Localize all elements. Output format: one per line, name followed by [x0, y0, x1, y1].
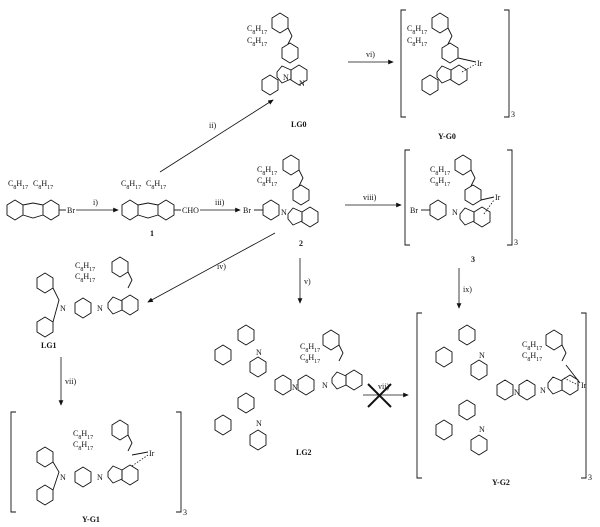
substituent-label: C8H17	[75, 272, 95, 284]
nitrogen-label: N	[256, 348, 262, 357]
lg1-label: LG1	[41, 341, 57, 350]
lg1-structure: N N C8H17 C8H17 LG1	[36, 256, 139, 350]
nitrogen-label: N	[60, 304, 66, 313]
subscript-3: 3	[514, 238, 518, 247]
nitrogen-label: N	[540, 386, 546, 395]
substituent-label: C8H17	[522, 340, 542, 352]
nitrogen-label: N	[97, 473, 103, 482]
substituent-label: C8H17	[407, 24, 427, 36]
y-g2-structure: Ir N N N N C8H17 C8H17 3 Y-G2	[416, 312, 592, 487]
y-g0-structure: Ir C8H17 C8H17 3 Y-G0	[400, 9, 515, 141]
nitrogen-label: N	[479, 425, 485, 434]
substituent-label: C8H17	[407, 36, 427, 48]
substituent-label: C8H17	[121, 179, 141, 191]
nitrogen-label: N	[60, 473, 66, 482]
substituent-label: C8H17	[73, 440, 93, 452]
y-g1-structure: Ir N N C8H17 C8H17 3 Y-G1	[10, 411, 187, 524]
nitrogen-label: N	[283, 73, 289, 82]
step-ii-arrow	[159, 99, 274, 173]
bromo-label: Br	[410, 206, 418, 215]
nitrogen-label: N	[514, 388, 520, 397]
y-g1-label: Y-G1	[82, 515, 100, 524]
subscript-3: 3	[511, 110, 515, 119]
nitrogen-label: N	[299, 79, 305, 88]
iridium-label: Ir	[149, 449, 155, 458]
substituent-label: C8H17	[247, 24, 267, 36]
step-i-label: i)	[93, 198, 98, 207]
substituent-label: C8H17	[8, 179, 28, 191]
y-g0-label: Y-G0	[438, 132, 456, 141]
iridium-label: Ir	[495, 193, 501, 202]
nitrogen-label: N	[281, 208, 287, 217]
subscript-3: 3	[183, 508, 187, 517]
lg0-label: LG0	[291, 120, 307, 129]
substituent-label: C8H17	[33, 179, 53, 191]
compound-2-label: 2	[299, 239, 303, 248]
iridium-label: Ir	[477, 59, 483, 68]
substituent-label: C8H17	[300, 353, 320, 365]
step-iv-arrow	[147, 232, 276, 303]
compound-1-structure: CHO C8H17 C8H17 1	[121, 179, 199, 238]
substituent-label: C8H17	[257, 176, 277, 188]
step-ii-label: ii)	[209, 121, 216, 130]
nitrogen-label: N	[97, 304, 103, 313]
step-iii-label: iii)	[215, 198, 225, 207]
bromofluorene-structure: Br C8H17 C8H17	[6, 179, 75, 221]
compound-3-label: 3	[471, 255, 475, 264]
substituent-label: C8H17	[300, 342, 320, 354]
subscript-3: 3	[588, 473, 592, 482]
substituent-label: C8H17	[522, 351, 542, 363]
bromo-label: Br	[67, 206, 75, 215]
step-vi-label: vi)	[366, 50, 375, 59]
nitrogen-label: N	[479, 351, 485, 360]
step-vii-label: vii)	[65, 377, 76, 386]
substituent-label: C8H17	[430, 176, 450, 188]
substituent-label: C8H17	[257, 165, 277, 177]
substituent-label: C8H17	[75, 261, 95, 273]
nitrogen-label: N	[256, 419, 262, 428]
step-ix-label: ix)	[463, 285, 472, 294]
substituent-label: C8H17	[146, 179, 166, 191]
substituent-label: C8H17	[73, 429, 93, 441]
substituent-label: C8H17	[247, 36, 267, 48]
iridium-label: Ir	[581, 381, 587, 390]
lg0-structure: N N C8H17 C8H17 LG0	[247, 12, 308, 129]
compound-3-structure: Ir Br N C8H17 C8H17 3 3	[404, 149, 518, 264]
compound-2-structure: Br N C8H17 C8H17 2	[243, 154, 319, 248]
lg2-label: LG2	[296, 448, 312, 457]
substituent-label: C8H17	[430, 165, 450, 177]
step-v-label: v)	[304, 277, 311, 286]
compound-1-label: 1	[150, 229, 154, 238]
y-g2-label: Y-G2	[492, 478, 510, 487]
nitrogen-label: N	[292, 383, 298, 392]
step-iv-label: iv)	[217, 262, 226, 271]
step-viii-label: viii)	[363, 193, 377, 202]
step-vii-blocked-label: vii)	[378, 382, 389, 391]
aldehyde-label: CHO	[182, 206, 199, 215]
bromo-label: Br	[243, 206, 251, 215]
nitrogen-label: N	[322, 381, 328, 390]
failed-reaction-cross	[367, 383, 392, 408]
nitrogen-label: N	[452, 208, 458, 217]
lg2-structure: N N N N C8H17 C8H17 LG2	[214, 324, 363, 457]
